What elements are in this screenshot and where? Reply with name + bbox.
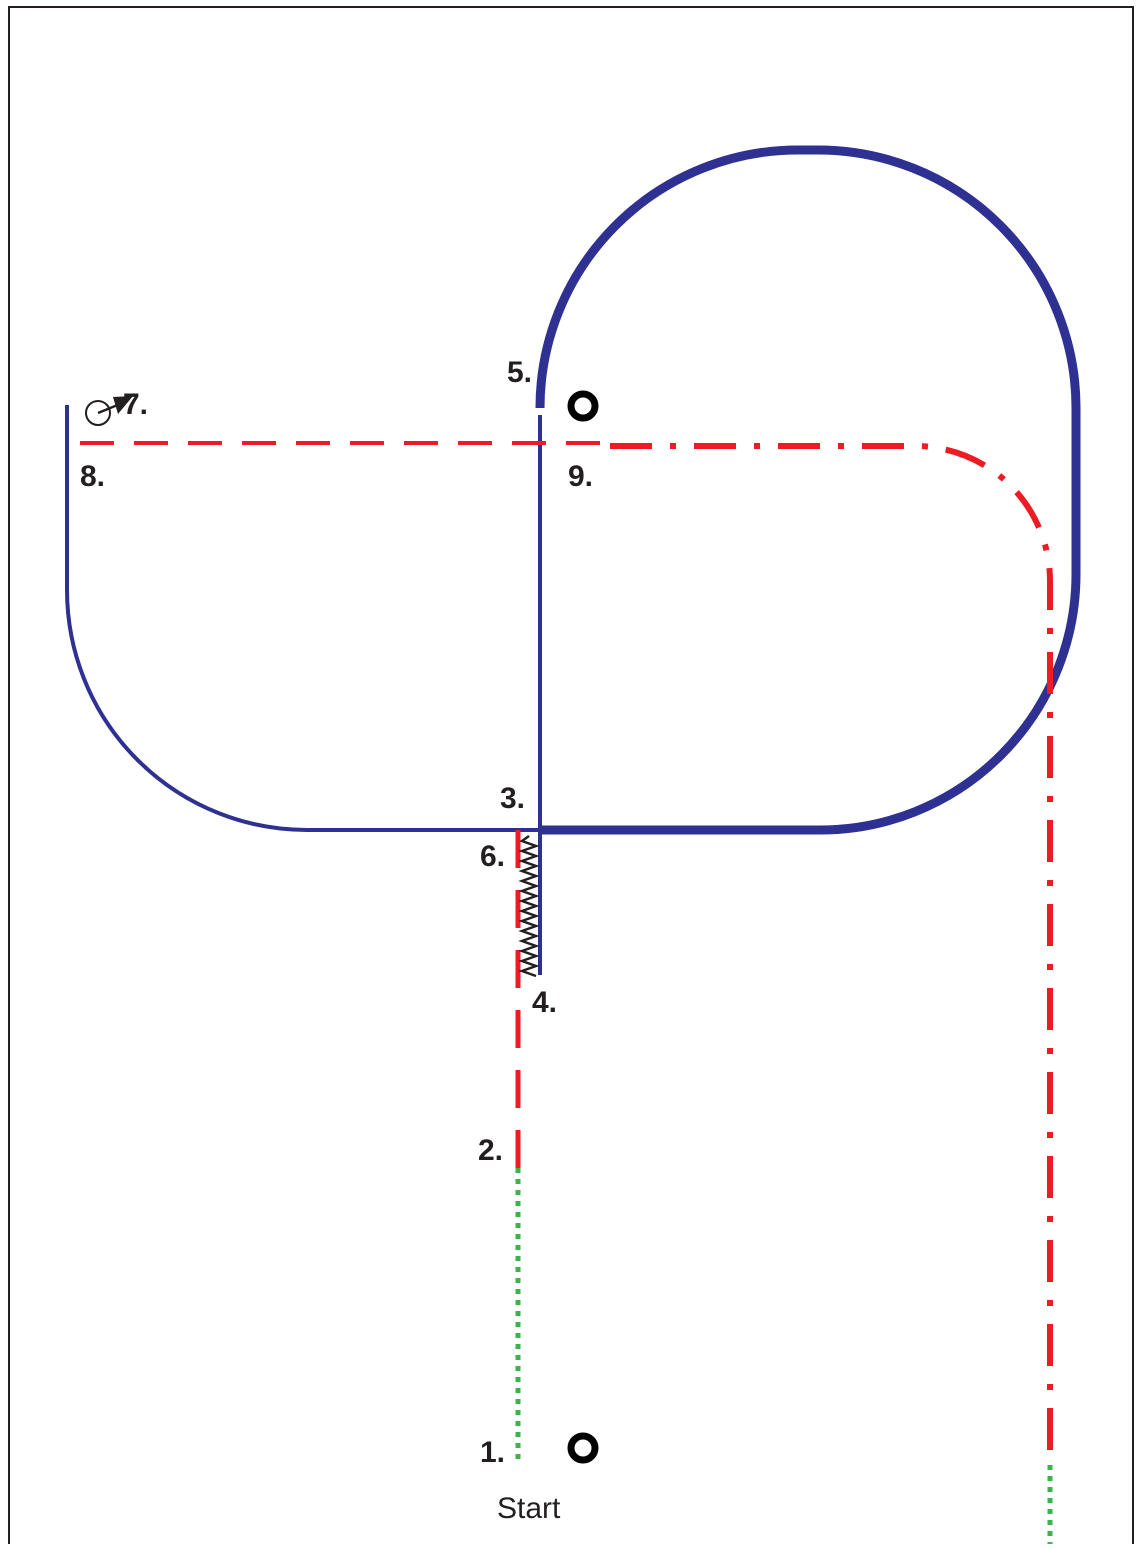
label-point-6: 6. [480, 840, 505, 873]
zigzag-line [518, 834, 540, 978]
right-loop-track [535, 145, 1081, 835]
label-point-5: 5. [507, 356, 532, 389]
page-border [8, 6, 1134, 1549]
left-loop-track [65, 405, 540, 832]
ring-icon [567, 1432, 599, 1464]
label-point-7: 7. [123, 388, 148, 421]
label-point-8: 8. [80, 460, 105, 493]
label-point-4: 4. [532, 986, 557, 1019]
ring-icon [567, 390, 599, 422]
circle-arrow-icon [85, 396, 133, 426]
label-point-9: 9. [568, 460, 593, 493]
dash-dot-path [610, 443, 1053, 1460]
label-point-1: 1. [480, 1436, 505, 1469]
start-caption: Start [497, 1492, 561, 1525]
label-point-2: 2. [478, 1134, 503, 1167]
label-point-3: 3. [500, 782, 525, 815]
